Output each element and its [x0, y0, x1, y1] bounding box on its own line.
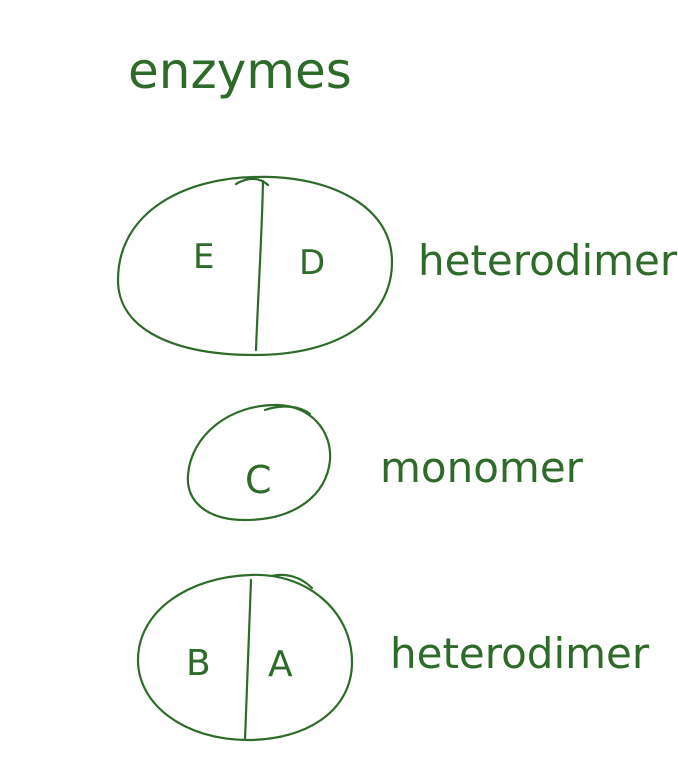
- enzyme-1-divider-tick: [234, 177, 270, 187]
- subunit-label-d: D: [299, 243, 325, 283]
- subunit-label-a: A: [268, 644, 293, 685]
- enzyme-3-outline: [136, 573, 354, 742]
- enzyme-1-divider: [254, 179, 265, 352]
- enzyme-3-divider: [243, 578, 253, 742]
- title-text: enzymes: [128, 42, 352, 100]
- enzyme-2: C: [186, 403, 332, 522]
- enzyme-1-type-label: heterodimer: [418, 236, 678, 285]
- subunit-label-c: C: [245, 458, 272, 502]
- subunit-label-b: B: [186, 643, 211, 684]
- enzyme-2-outline: [186, 403, 332, 522]
- subunit-label-e: E: [193, 237, 214, 277]
- enzyme-3: B A: [136, 573, 354, 742]
- enzyme-1-outline: [116, 175, 394, 357]
- enzyme-3-type-label: heterodimer: [390, 629, 650, 678]
- enzyme-1: E D: [116, 175, 394, 357]
- enzyme-2-outline-overlap: [263, 405, 312, 416]
- enzyme-3-divider-tick: [270, 573, 314, 590]
- enzyme-2-type-label: monomer: [380, 443, 584, 492]
